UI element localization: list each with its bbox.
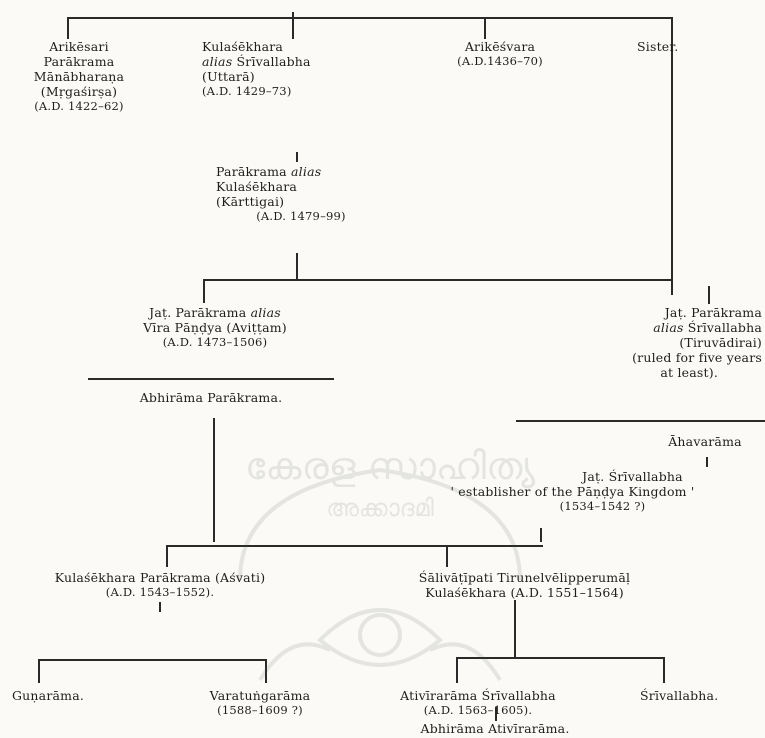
- person-jat-srivallabha: Jaṭ. Śrīvallabha ' establisher of the Pā…: [380, 469, 765, 514]
- person-name: Kulaśēkhara Parākrama (Aśvati): [54, 570, 266, 585]
- alias-word: alias: [250, 305, 281, 320]
- person-dates: (A.D. 1473–1506): [162, 335, 268, 349]
- person-title: Kulaśēkhara (A.D. 1551–1564): [425, 585, 624, 600]
- person-alias: Kulaśēkhara: [216, 179, 298, 194]
- connector-line: [166, 545, 543, 547]
- person-alias: alias Śrīvallabha: [202, 54, 311, 69]
- person-salivatipati: Śālivāṭīpati Tirunelvēlipperumāḷ Kulaśēk…: [372, 570, 677, 600]
- person-dates: (A.D. 1479–99): [256, 209, 346, 223]
- person-parakrama-kulasekhara: Parākrama alias Kulaśēkhara (Kārttigai) …: [216, 164, 386, 224]
- connector-line: [706, 457, 708, 467]
- person-alias: Vīra Pāṇḍya (Aviṭṭam): [143, 320, 287, 335]
- person-name: Śālivāṭīpati Tirunelvēlipperumāḷ: [418, 570, 631, 585]
- person-dates: (A.D. 1543–1552).: [105, 585, 215, 599]
- connector-line: [446, 545, 448, 567]
- person-dates: (A.D. 1422–62): [34, 99, 124, 113]
- person-abhirama-ativirarama: Abhirāma Ativīrarāma.: [380, 721, 610, 736]
- connector-line: [68, 17, 672, 19]
- person-star: (Uttarā): [202, 69, 255, 84]
- marriage-line: [88, 378, 334, 380]
- person-name: Parākrama alias: [216, 164, 322, 179]
- person-name: Śrīvallabha.: [640, 688, 719, 703]
- person-star: (Tiruvādirai): [679, 335, 762, 350]
- connector-line: [265, 659, 267, 683]
- person-ahavarama: Āhavarāma: [630, 434, 765, 449]
- person-name: Abhirāma Parākrama.: [139, 390, 283, 405]
- connector-line: [663, 657, 665, 683]
- connector-line: [38, 659, 266, 661]
- person-name: Abhirāma Ativīrarāma.: [420, 721, 570, 736]
- connector-line: [67, 17, 69, 39]
- connector-line: [484, 17, 486, 39]
- alias-word: alias: [653, 320, 684, 335]
- person-gunarama: Guṇarāma.: [12, 688, 122, 703]
- connector-line: [495, 707, 497, 721]
- person-dates: (1588–1609 ?): [217, 703, 303, 717]
- connector-line: [671, 17, 673, 295]
- connector-line: [540, 528, 542, 542]
- person-name: Varatuṅgarāma: [209, 688, 311, 703]
- connector-line: [708, 286, 710, 304]
- connector-line: [203, 279, 205, 303]
- person-name: Guṇarāma.: [12, 688, 85, 703]
- person-star: (Mṛgaśirṣa): [40, 84, 118, 99]
- connector-line: [296, 253, 298, 280]
- connector-line: [38, 659, 40, 683]
- alias-word: alias: [291, 164, 322, 179]
- person-dates: (A.D. 1429–73): [202, 84, 292, 98]
- person-name: Arikēśvara: [464, 39, 536, 54]
- connector-line: [292, 12, 294, 39]
- connector-line: [166, 545, 168, 567]
- person-abhirama-parakrama: Abhirāma Parākrama.: [88, 390, 334, 405]
- person-name: Jaṭ. Parākrama: [664, 305, 762, 320]
- person-arikesari: Arikēsari Parākrama Mānābharaṇa (Mṛgaśir…: [4, 39, 154, 114]
- person-varatungarama: Varatuṅgarāma (1588–1609 ?): [175, 688, 345, 718]
- connector-line: [296, 152, 298, 162]
- person-kulasekhara-srivallabha: Kulaśēkhara alias Śrīvallabha (Uttarā) (…: [202, 39, 372, 99]
- marriage-line: [516, 420, 765, 422]
- person-name: Arikēsari: [49, 39, 109, 54]
- person-note: ' establisher of the Pāṇḍya Kingdom ': [450, 484, 695, 499]
- person-name: Jaṭ. Śrīvallabha: [582, 469, 683, 484]
- person-title: Mānābharaṇa: [33, 69, 125, 84]
- person-note: at least).: [660, 365, 718, 380]
- person-dates: (A.D. 1563–1605).: [423, 703, 533, 717]
- person-ativirarama: Ativīrarāma Śrīvallabha (A.D. 1563–1605)…: [378, 688, 578, 718]
- connector-line: [456, 657, 664, 659]
- person-arikesvara: Arikēśvara (A.D.1436–70): [420, 39, 580, 69]
- person-name: Jaṭ. Parākrama alias: [149, 305, 281, 320]
- person-kulasekhara-parakrama: Kulaśēkhara Parākrama (Aśvati) (A.D. 154…: [10, 570, 310, 600]
- person-alias: alias Śrīvallabha: [653, 320, 762, 335]
- alias-word: alias: [202, 54, 233, 69]
- person-sister: Sister.: [637, 39, 717, 54]
- connector-line: [514, 600, 516, 658]
- connector-line: [213, 418, 215, 542]
- person-star: (Kārttigai): [216, 194, 285, 209]
- person-vira-pandya: Jaṭ. Parākrama alias Vīra Pāṇḍya (Aviṭṭa…: [100, 305, 330, 350]
- person-dates: (A.D.1436–70): [457, 54, 543, 68]
- person-name: Kulaśēkhara: [202, 39, 284, 54]
- person-name: Āhavarāma: [668, 434, 742, 449]
- person-name: Ativīrarāma Śrīvallabha: [400, 688, 556, 703]
- person-jat-parakrama-srivallabha: Jaṭ. Parākrama alias Śrīvallabha (Tiruvā…: [560, 305, 762, 380]
- person-srivallabha: Śrīvallabha.: [640, 688, 760, 703]
- connector-line: [159, 602, 161, 612]
- person-name: Sister.: [637, 39, 679, 54]
- person-dates: (1534–1542 ?): [559, 499, 646, 513]
- connector-line: [456, 657, 458, 683]
- person-name: Parākrama: [43, 54, 115, 69]
- person-note: (ruled for five years: [632, 350, 762, 365]
- connector-line: [203, 279, 673, 281]
